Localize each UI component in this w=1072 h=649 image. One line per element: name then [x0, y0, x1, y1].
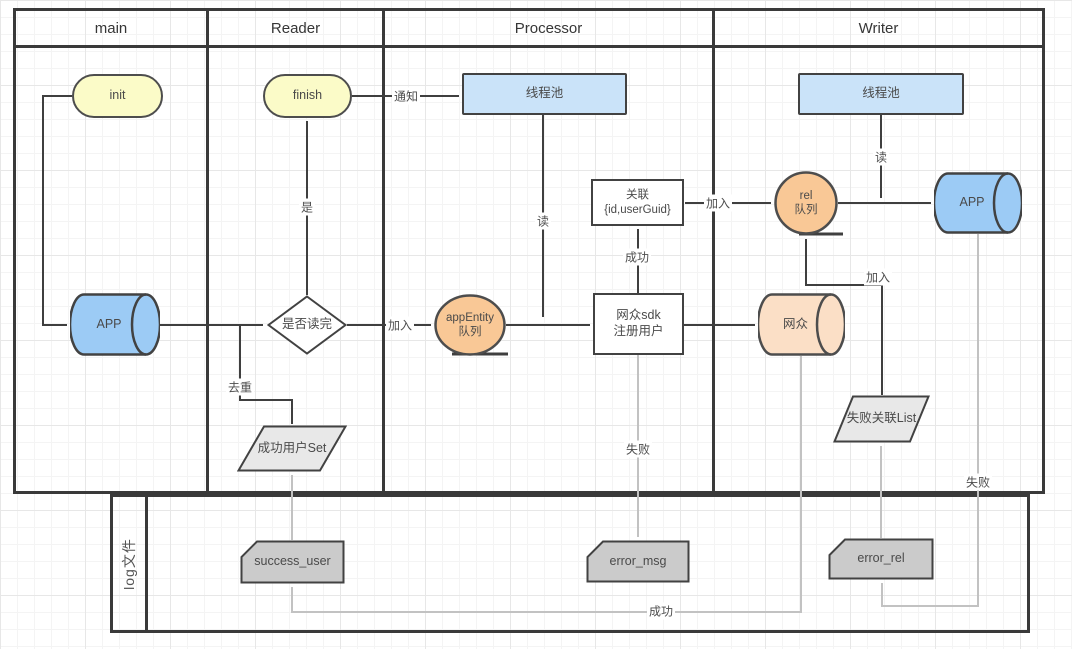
lane-writer: Writer	[715, 11, 1042, 491]
edge-wangzhong-to-success-user	[291, 356, 802, 613]
edge-label-read-processor: 读	[534, 212, 552, 230]
lane-reader: Reader	[209, 11, 385, 491]
is-read-done-label: 是否读完	[281, 317, 332, 332]
edge-label-notify: 通知	[391, 87, 421, 105]
wangzhong-sdk-line1: 网众sdk	[616, 308, 661, 323]
edge-init-to-app	[42, 95, 72, 326]
app-main-cylinder[interactable]: APP	[70, 293, 160, 356]
wangzhong-db-label: 网众	[782, 316, 808, 331]
edge-label-yes: 是	[298, 198, 316, 216]
lane-title-writer: Writer	[715, 11, 1042, 48]
queue-circle-shape	[774, 171, 838, 235]
finish-node[interactable]: finish	[263, 74, 352, 118]
edge-label-fail-write: 失败	[963, 473, 993, 491]
edge-label-read-writer: 读	[872, 148, 890, 166]
association-line2: {id,userGuid}	[604, 203, 671, 216]
association-line1: 关联	[626, 189, 649, 202]
card-shape	[828, 538, 934, 580]
app-entity-queue-line1: appEntity	[446, 311, 494, 324]
cylinder-shape	[934, 172, 1022, 234]
edge-label-enqueue-rel: 加入	[703, 194, 733, 212]
error-msg-log-label: error_msg	[609, 553, 667, 568]
edge-label-dedup: 去重	[225, 378, 255, 396]
success-user-set-parallelogram[interactable]: 成功用户Set	[237, 425, 347, 472]
edge-label-success-assoc: 成功	[622, 248, 652, 266]
edge-label-enqueue-retry: 加入	[863, 268, 893, 286]
log-pool: log文件	[110, 494, 1030, 633]
app-entity-queue-line2: 队列	[458, 326, 482, 338]
edge-app-writer-to-error-rel	[881, 234, 979, 607]
parallelogram-shape	[833, 395, 930, 443]
app-entity-queue-node[interactable]: appEntity 队列	[434, 294, 506, 356]
edge-label-success-write: 成功	[646, 602, 676, 620]
success-user-log-card[interactable]: success_user	[240, 540, 345, 584]
association-node[interactable]: 关联 {id,userGuid}	[591, 179, 684, 226]
cylinder-shape	[758, 293, 845, 356]
failed-rel-list-parallelogram[interactable]: 失败关联List	[833, 395, 930, 443]
diamond-shape	[267, 295, 347, 355]
lane-main: main	[16, 11, 209, 491]
rel-queue-node[interactable]: rel 队列	[774, 171, 838, 235]
edge-dedup-branch	[239, 325, 293, 424]
thread-pool-processor-label: 线程池	[525, 86, 564, 101]
app-writer-label: APP	[959, 195, 985, 210]
error-msg-log-card[interactable]: error_msg	[586, 540, 690, 583]
init-node[interactable]: init	[72, 74, 163, 118]
thread-pool-writer-node[interactable]: 线程池	[798, 73, 964, 115]
success-user-log-label: success_user	[254, 554, 331, 569]
card-shape	[586, 540, 690, 583]
error-rel-log-card[interactable]: error_rel	[828, 538, 934, 580]
failed-rel-list-label: 失败关联List	[846, 411, 917, 426]
success-user-set-label: 成功用户Set	[257, 440, 327, 455]
wangzhong-sdk-node[interactable]: 网众sdk 注册用户	[593, 293, 684, 355]
queue-circle-shape	[434, 294, 506, 356]
wangzhong-sdk-line2: 注册用户	[613, 324, 664, 338]
edge-label-enqueue-app: 加入	[385, 316, 415, 334]
is-read-done-diamond[interactable]: 是否读完	[267, 295, 347, 355]
rel-queue-line1: rel	[799, 189, 813, 202]
edge-failedlist-to-rel-queue	[805, 239, 883, 395]
lane-title-reader: Reader	[209, 11, 382, 48]
cylinder-shape	[70, 293, 160, 356]
app-writer-cylinder[interactable]: APP	[934, 172, 1022, 234]
lane-title-main: main	[16, 11, 206, 48]
log-pool-title: log文件	[113, 497, 148, 630]
card-shape	[240, 540, 345, 584]
app-main-label: APP	[96, 316, 122, 331]
thread-pool-writer-label: 线程池	[862, 86, 900, 101]
wangzhong-db-cylinder[interactable]: 网众	[758, 293, 845, 356]
lane-title-processor: Processor	[385, 11, 712, 48]
main-pool: main Reader Processor Writer	[13, 8, 1045, 494]
rel-queue-line2: 队列	[794, 204, 818, 216]
parallelogram-shape	[237, 425, 347, 472]
lane-processor: Processor	[385, 11, 715, 491]
thread-pool-processor-node[interactable]: 线程池	[462, 73, 627, 115]
init-label: init	[109, 88, 126, 103]
error-rel-log-label: error_rel	[857, 551, 905, 566]
edge-label-fail-register: 失败	[623, 440, 653, 458]
finish-label: finish	[292, 88, 323, 103]
